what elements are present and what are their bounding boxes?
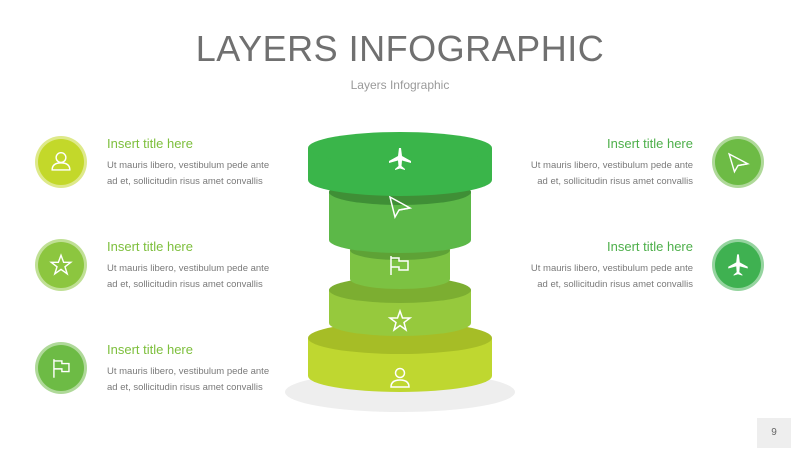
item-2-title: Insert title here: [107, 239, 193, 254]
item-1-title: Insert title here: [107, 136, 193, 151]
item-5-body-line1: Ut mauris libero, vestibulum pede ante: [530, 263, 693, 274]
page-title: LAYERS INFOGRAPHIC: [195, 28, 605, 69]
item-1-icon-circle: [35, 136, 87, 188]
star-icon: [49, 253, 73, 276]
item-2-body-line1: Ut mauris libero, vestibulum pede ante: [107, 263, 270, 274]
airplane-icon: [728, 254, 748, 276]
page-subtitle: Layers Infographic: [350, 78, 450, 92]
item-5: Insert title here Ut mauris libero, vest…: [518, 239, 693, 293]
item-3-body-line2: ad et, sollicitudin risus amet convallis: [107, 382, 263, 393]
paper-plane-icon: [388, 195, 413, 219]
item-5-icon-circle: [712, 239, 764, 291]
item-5-title: Insert title here: [607, 239, 693, 254]
item-2: Insert title here Ut mauris libero, vest…: [107, 239, 282, 293]
item-1-body-line2: ad et, sollicitudin risus amet convallis: [107, 176, 263, 187]
item-3-body-line1: Ut mauris libero, vestibulum pede ante: [107, 366, 270, 377]
flag-icon: [390, 256, 409, 275]
user-icon: [390, 367, 410, 388]
flag-icon: [53, 359, 70, 378]
item-1: Insert title here Ut mauris libero, vest…: [107, 136, 282, 190]
item-3: Insert title here Ut mauris libero, vest…: [107, 342, 282, 396]
star-icon: [387, 308, 413, 332]
airplane-icon: [389, 148, 411, 170]
item-4-icon-circle: [712, 136, 764, 188]
paper-plane-icon: [727, 152, 750, 174]
item-3-icon-circle: [35, 342, 87, 394]
item-2-body-line2: ad et, sollicitudin risus amet convallis: [107, 279, 263, 290]
user-icon: [51, 152, 71, 171]
page-number: 9: [757, 418, 791, 448]
layer-1: [308, 132, 492, 196]
item-4-body-line1: Ut mauris libero, vestibulum pede ante: [530, 160, 693, 171]
item-4: Insert title here Ut mauris libero, vest…: [518, 136, 693, 190]
item-4-title: Insert title here: [607, 136, 693, 151]
item-1-body-line1: Ut mauris libero, vestibulum pede ante: [107, 160, 270, 171]
item-4-body-line2: ad et, sollicitudin risus amet convallis: [537, 176, 693, 187]
item-5-body-line2: ad et, sollicitudin risus amet convallis: [537, 279, 693, 290]
item-3-title: Insert title here: [107, 342, 193, 357]
item-2-icon-circle: [35, 239, 87, 291]
